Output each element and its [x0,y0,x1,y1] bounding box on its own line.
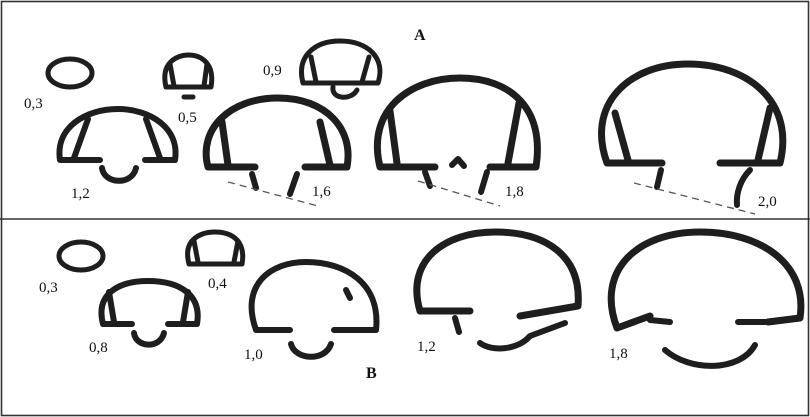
stem-bulb [665,345,755,366]
panel-b-specimen-2: 0,4 [188,232,243,292]
panel-b-title: B [366,365,377,382]
stem-remnants [252,174,297,194]
panel-a-specimen-6: 1,8 [377,78,537,206]
specimen-label: 1,6 [312,184,331,200]
stem-remnants [425,172,487,192]
cap-outline [252,262,377,330]
gill-lines [222,122,330,165]
panel-b: B 0,3 0,4 0,8 1,0 [39,232,801,382]
specimen-label: 2,0 [758,194,777,210]
cap-outline [48,59,92,87]
stem-bulb [102,168,136,181]
gill-lines [390,103,519,163]
specimen-label: 0,8 [89,340,108,356]
panel-a-specimen-3: 0,9 [263,41,380,97]
panel-a-specimen-2: 0,5 [165,55,212,126]
stem-bulb [134,333,164,345]
gill-lines [170,64,207,86]
stem-bulb [333,87,357,97]
specimen-label: 0,5 [178,110,197,126]
specimen-label: 1,8 [505,184,524,200]
gill-lines [74,119,160,158]
dashed-growth-line [418,181,500,206]
panel-b-specimen-3: 0,8 [89,281,198,356]
panel-b-specimen-6: 1,8 [609,232,801,366]
specimen-label: 1,2 [71,186,90,202]
gill-lines [311,57,369,82]
specimen-label: 1,0 [244,347,263,363]
panel-a-specimen-1: 0,3 [24,59,92,112]
panel-b-specimen-1: 0,3 [39,242,103,296]
cap-outline [611,232,801,328]
specimen-label: 1,8 [609,346,628,362]
panel-a-title: A [414,27,426,44]
stem-remnants [657,170,750,205]
cap-outline [602,64,783,163]
gill-tuft [452,159,464,166]
cap-outline [59,242,103,270]
panel-a-specimen-5: 1,6 [206,98,348,206]
stem-bulb [291,344,331,357]
specimen-label: 0,3 [39,280,58,296]
stem-remnant [455,318,459,332]
gill-mark [346,290,350,298]
panel-b-specimen-4: 1,0 [244,262,376,363]
stem-bulb [480,323,565,348]
specimen-label: 0,3 [24,96,43,112]
panel-a-specimen-7: 2,0 [602,64,783,214]
specimen-label: 0,4 [208,276,227,292]
dashed-growth-line [228,182,318,206]
panel-b-specimen-5: 1,2 [417,232,578,355]
gill-lines [194,241,238,262]
cap-outline [417,232,578,316]
specimen-label: 0,9 [263,63,282,79]
gill-marks [650,320,768,322]
panel-a-specimen-4: 1,2 [59,109,175,202]
gill-lines [109,292,188,322]
panel-a: A 0,3 0,5 0,9 1,2 [24,27,783,214]
gill-lines [615,108,770,160]
specimen-label: 1,2 [417,339,436,355]
